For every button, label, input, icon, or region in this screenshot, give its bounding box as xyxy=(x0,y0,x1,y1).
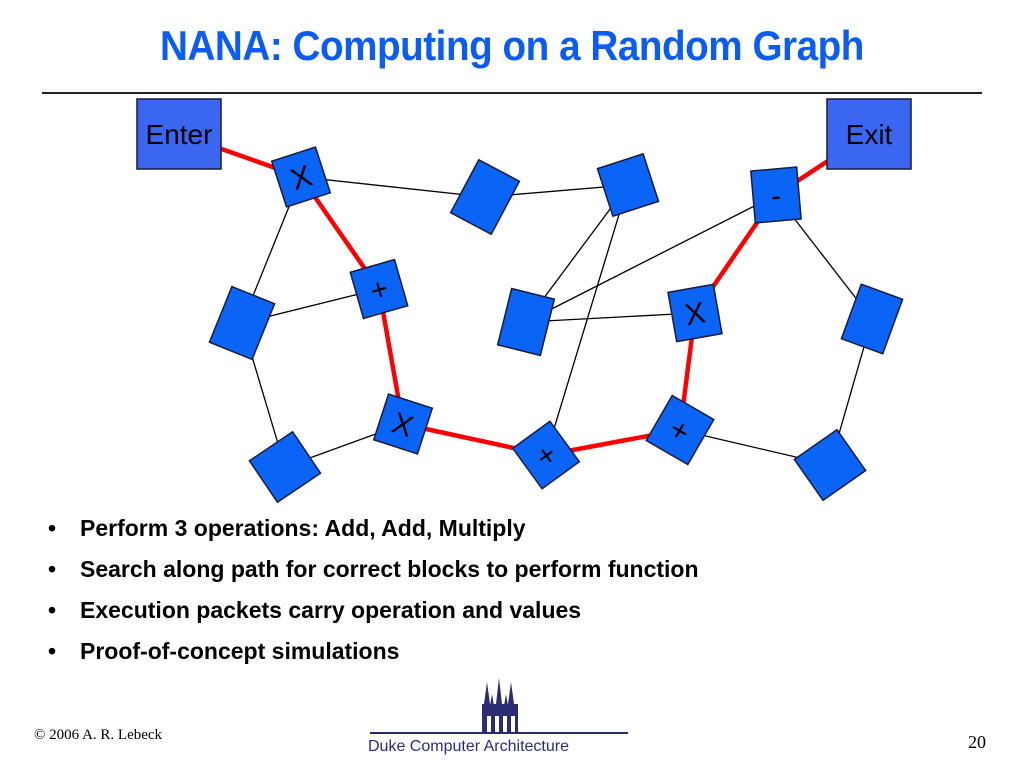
org-name: Duke Computer Architecture xyxy=(368,738,569,755)
bullet-item: •Perform 3 operations: Add, Add, Multipl… xyxy=(48,515,526,541)
title-divider xyxy=(42,92,982,94)
graph-node xyxy=(840,283,904,355)
bullet-item: •Proof-of-concept simulations xyxy=(48,638,400,664)
graph-node: X xyxy=(372,393,434,455)
graph-node xyxy=(793,428,867,502)
node-label: - xyxy=(770,179,783,213)
bullet-item: •Execution packets carry operation and v… xyxy=(48,597,582,623)
graph-node: + xyxy=(349,258,409,320)
graph-edge xyxy=(545,184,629,456)
logo-underline xyxy=(370,732,628,734)
node-label: Enter xyxy=(146,119,213,150)
graph-edge xyxy=(525,312,696,323)
copyright-text: © 2006 A. R. Lebeck xyxy=(34,727,163,743)
bullet-item: •Search along path for correct blocks to… xyxy=(48,556,699,582)
duke-chapel-logo-icon xyxy=(482,678,518,732)
terminal-node-enter: Enter xyxy=(136,98,222,170)
page-number: 20 xyxy=(968,732,986,752)
graph-node xyxy=(449,158,521,236)
terminal-node-exit: Exit xyxy=(826,98,912,170)
slide-title: NANA: Computing on a Random Graph xyxy=(160,22,864,69)
bullet-list: •Perform 3 operations: Add, Add, Multipl… xyxy=(48,512,699,676)
graph-node: X xyxy=(270,146,332,208)
graph-node xyxy=(208,285,276,361)
graph-node: - xyxy=(750,166,802,224)
graph-edge xyxy=(525,194,777,323)
graph-node: X xyxy=(667,283,723,343)
graph-node: + xyxy=(645,394,715,466)
graph-edge xyxy=(300,176,486,198)
graph-node xyxy=(248,430,322,504)
nodes-layer: X + X + - X + Enter Exit xyxy=(136,98,912,504)
graph-node xyxy=(596,152,660,218)
node-label: Exit xyxy=(846,119,893,150)
graph-node xyxy=(496,287,556,357)
graph-node: + xyxy=(511,420,581,490)
